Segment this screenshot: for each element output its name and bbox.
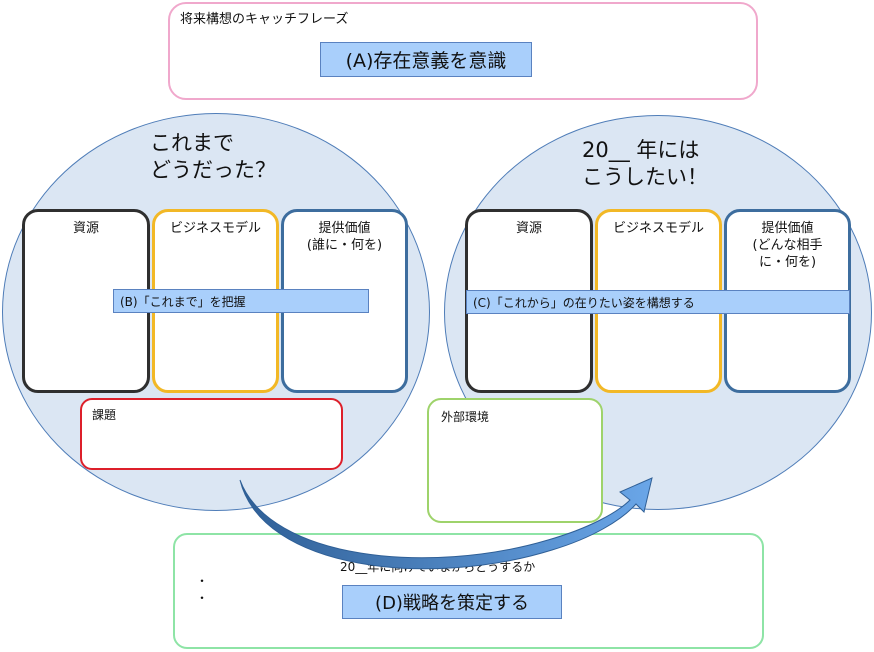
past-value-label: 提供価値	[318, 221, 371, 236]
past-value-sublabel: (誰に・何を)	[306, 238, 383, 253]
strategy-bullet-2: ・	[196, 591, 209, 605]
past-heading-line2: どうだった？	[150, 158, 276, 182]
future-value-sublabel-1: (どんな相手	[752, 238, 823, 253]
future-value-sublabel-2: に・何を)	[758, 255, 817, 270]
future-business-model-label: ビジネスモデル	[612, 221, 704, 236]
external-environment-box: 外部環境	[427, 398, 603, 523]
strategy-label: 20__年に向けていまからどうするか	[340, 560, 536, 574]
future-heading: 20__ 年には こうしたい！	[582, 137, 708, 191]
past-heading-line1: これまで	[150, 131, 234, 155]
strategy-bullet-1: ・	[196, 574, 209, 588]
label-d: (D)戦略を策定する	[342, 585, 562, 619]
past-business-model-label: ビジネスモデル	[169, 221, 261, 236]
external-environment-label: 外部環境	[441, 410, 490, 424]
catchphrase-label: 将来構想のキャッチフレーズ	[180, 12, 349, 27]
issues-label: 課題	[92, 408, 117, 422]
issues-box: 課題	[80, 398, 343, 470]
label-b: (B)「これまで」を把握	[113, 289, 369, 313]
label-c: (C)「これから」の在りたい姿を構想する	[466, 290, 850, 314]
future-resources-label: 資源	[515, 221, 542, 236]
past-heading: これまで どうだった？	[150, 130, 276, 184]
future-heading-line2: こうしたい！	[582, 165, 708, 189]
future-heading-line1: 20__ 年には	[582, 138, 700, 162]
past-resources-label: 資源	[72, 221, 99, 236]
label-a: (A)存在意義を意識	[320, 42, 532, 77]
future-value-label: 提供価値	[761, 221, 814, 236]
